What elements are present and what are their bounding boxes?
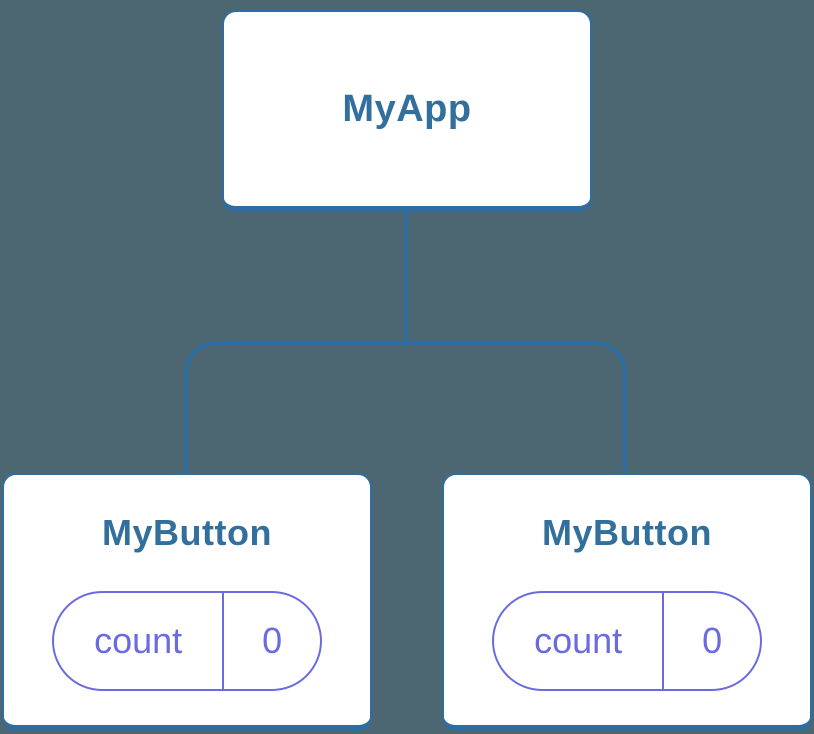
node-mybutton-left: MyButton count 0 [2,473,372,731]
state-value-left: 0 [262,620,283,661]
state-pill-right: count 0 [492,591,762,691]
node-mybutton-left-label: MyButton [102,512,272,553]
connector-stem [404,212,408,343]
state-pill-left: count 0 [52,591,322,691]
node-myapp: MyApp [222,10,592,212]
state-value-right: 0 [702,620,723,661]
connector-bracket [184,341,627,473]
node-mybutton-right: MyButton count 0 [442,473,812,731]
node-mybutton-right-label: MyButton [542,512,712,553]
state-key-right: count [494,593,665,689]
node-myapp-label: MyApp [342,88,472,130]
state-key-left: count [54,593,225,689]
